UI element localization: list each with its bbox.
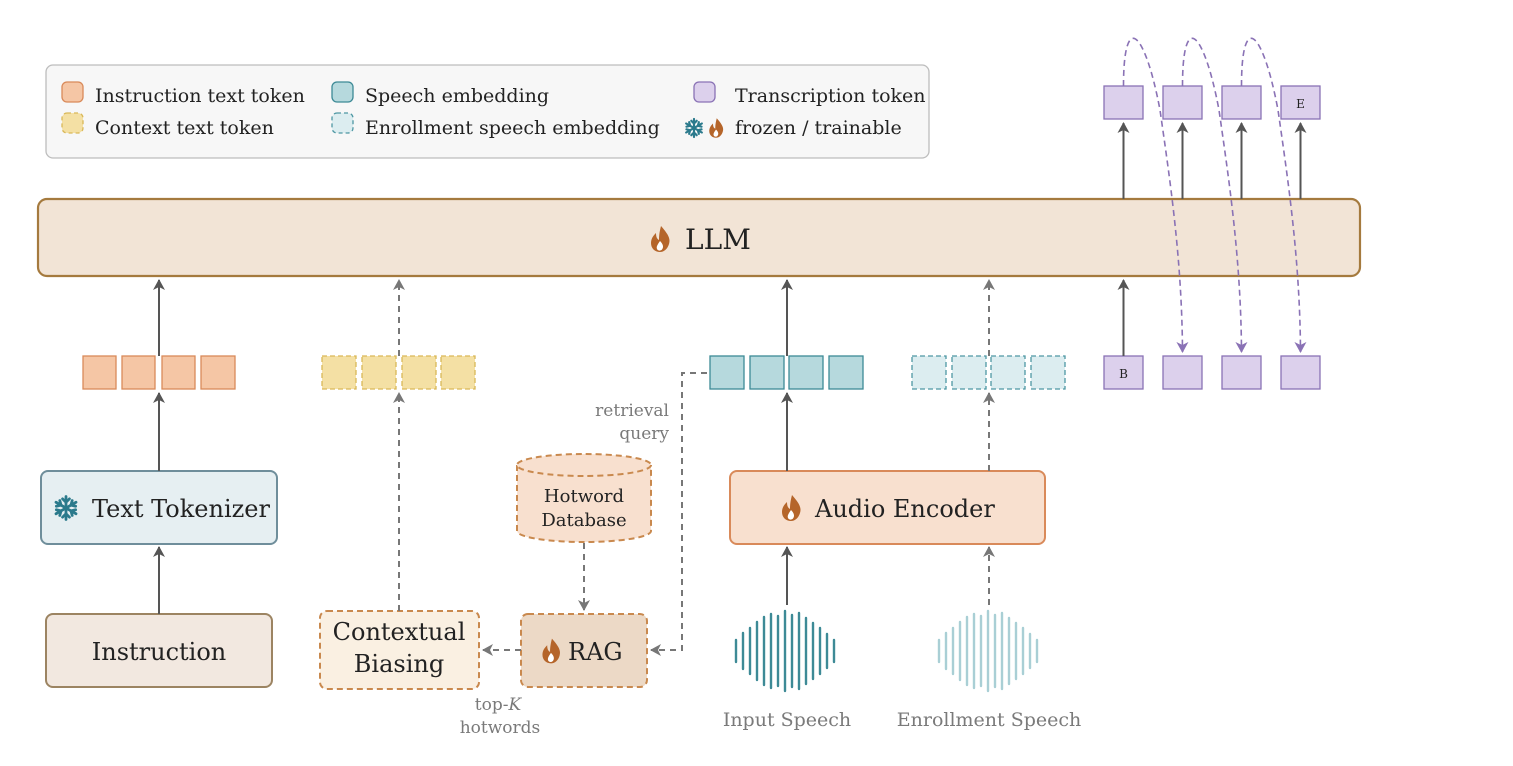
contextual-biasing-node: Contextual Biasing	[319, 610, 480, 690]
enrollment-speech-waveform	[937, 609, 1039, 693]
text-tokenizer-node: Text Tokenizer	[40, 470, 278, 545]
legend-swatch-speech	[331, 81, 354, 103]
hotword-database-node: Hotword Database	[516, 453, 652, 543]
enrollment-embedding	[911, 355, 947, 390]
instruction-node: Instruction	[45, 613, 273, 688]
audio-encoder-box	[729, 470, 1046, 545]
transcription-output-tokens: E	[1103, 85, 1321, 120]
enrollment-embeddings	[911, 355, 1066, 390]
rag-label: RAG	[568, 638, 623, 666]
end-token	[1280, 85, 1321, 120]
legend-swatch-transcription	[693, 81, 716, 103]
input-speech-label: Input Speech	[723, 709, 851, 731]
context-token	[321, 355, 357, 390]
enrollment-embedding	[990, 355, 1026, 390]
legend-box	[45, 64, 930, 159]
llm-box	[36, 197, 1362, 278]
instruction-token	[161, 355, 196, 390]
input-speech-waveform	[734, 609, 836, 693]
legend-swatch-context	[61, 112, 84, 134]
begin-token-label: B	[1119, 367, 1128, 381]
end-token-label: E	[1296, 97, 1305, 111]
begin-token	[1103, 355, 1144, 390]
legend: Instruction text token Context text toke…	[45, 64, 930, 159]
llm-block: LLM	[36, 197, 1362, 278]
retrieval-query-label-2: query	[619, 424, 669, 444]
feedback-arc-1	[1122, 37, 1189, 353]
speech-embedding	[749, 355, 785, 390]
contextual-biasing-label-1: Contextual	[333, 618, 466, 646]
instruction-label: Instruction	[92, 638, 227, 666]
text-tokenizer-label: Text Tokenizer	[92, 495, 270, 523]
transcription-token	[1221, 85, 1262, 120]
llm-label: LLM	[685, 223, 751, 256]
transcription-token	[1221, 355, 1262, 390]
speech-embedding	[788, 355, 824, 390]
enrollment-embedding	[951, 355, 987, 390]
transcription-token	[1162, 85, 1203, 120]
arrow-retrieval-query	[650, 372, 707, 656]
instruction-tokens	[82, 355, 236, 390]
legend-enrollment-label: Enrollment speech embedding	[365, 117, 660, 139]
feedback-arc-3	[1240, 37, 1307, 353]
contextual-biasing-label-2: Biasing	[354, 650, 444, 678]
topk-label-2: hotwords	[460, 718, 541, 738]
feedback-arc-2	[1181, 37, 1248, 353]
instruction-token	[200, 355, 236, 390]
hotword-database-top	[516, 453, 652, 477]
hotword-database-body	[516, 465, 652, 543]
context-token	[401, 355, 437, 390]
legend-speech-label: Speech embedding	[365, 85, 549, 107]
transcription-token	[1103, 85, 1144, 120]
context-tokens	[321, 355, 476, 390]
context-token	[361, 355, 397, 390]
enrollment-speech-label: Enrollment Speech	[897, 709, 1082, 731]
context-token	[440, 355, 476, 390]
legend-instruction-label: Instruction text token	[95, 85, 305, 107]
legend-swatch-instruction	[61, 81, 84, 103]
transcription-token	[1162, 355, 1203, 390]
legend-swatch-enrollment	[331, 112, 354, 134]
hotword-database-label-1: Hotword	[544, 486, 624, 507]
audio-encoder-label: Audio Encoder	[814, 495, 995, 523]
speech-embedding	[828, 355, 864, 390]
transcription-token	[1280, 355, 1321, 390]
instruction-token	[121, 355, 156, 390]
instruction-token	[82, 355, 117, 390]
rag-node: RAG	[520, 613, 648, 688]
legend-frozen-trainable-label: frozen / trainable	[735, 117, 902, 139]
speech-embedding	[709, 355, 745, 390]
retrieval-query-label-1: retrieval	[595, 401, 669, 421]
topk-var: K	[508, 695, 523, 715]
legend-transcription-label: Transcription token	[735, 85, 926, 107]
audio-encoder-node: Audio Encoder	[729, 470, 1046, 545]
enrollment-embedding	[1030, 355, 1066, 390]
hotword-database-label-2: Database	[541, 510, 626, 531]
legend-context-label: Context text token	[95, 117, 274, 139]
topk-label-1: top-K	[475, 695, 523, 715]
topk-prefix: top-	[475, 695, 509, 715]
speech-embeddings	[709, 355, 864, 390]
transcription-input-tokens: B	[1103, 355, 1321, 390]
